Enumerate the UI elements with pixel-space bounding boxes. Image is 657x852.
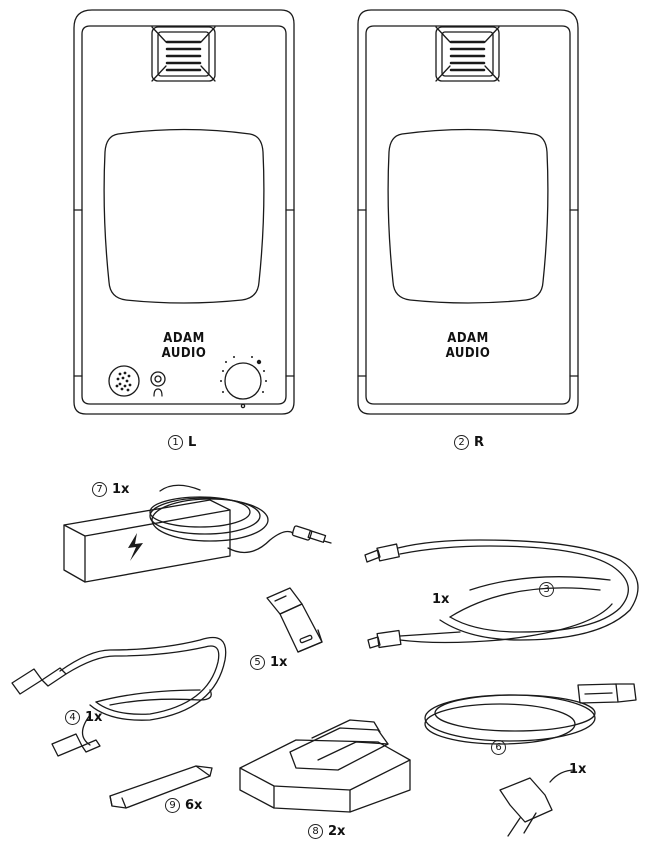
item-number: 3 [539, 582, 554, 597]
tweeter-icon [151, 26, 216, 82]
power-cord-illustration [424, 683, 637, 837]
left-speaker-caption: 1 L [168, 435, 196, 450]
power-supply-caption: 7 1x [92, 482, 129, 497]
right-speaker-caption: 2 R [454, 435, 484, 450]
headphone-jack-icon [150, 371, 166, 387]
tweeter-icon [435, 26, 500, 82]
pad-strips-illustration [109, 765, 213, 809]
woofer-icon [387, 128, 549, 304]
power-cord-qty: 1x [569, 762, 587, 777]
item-number: 9 [165, 798, 180, 813]
link-cable-qty: 1x [432, 592, 450, 607]
caption-label: L [188, 435, 197, 450]
qty-label: 6x [185, 798, 203, 813]
usb-adapter-illustration [266, 587, 323, 653]
qty-label: 1x [112, 482, 130, 497]
item-number: 5 [250, 655, 265, 670]
usb-adapter-caption: 5 1x [250, 655, 287, 670]
qty-label: 1x [270, 655, 288, 670]
qty-label: 2x [328, 824, 346, 839]
item-number: 1 [168, 435, 183, 450]
power-supply-illustration [63, 484, 332, 583]
right-speaker-brand: ADAM AUDIO [445, 331, 491, 361]
link-cable-illustration [364, 539, 639, 649]
left-speaker [73, 9, 295, 415]
right-speaker [357, 9, 579, 415]
item-number: 4 [65, 710, 80, 725]
lightning-icon [128, 533, 143, 561]
caption-label: R [474, 435, 485, 450]
logo-button-icon [108, 365, 140, 397]
link-cable-number: 3 [539, 582, 554, 597]
usb-cable-caption: 4 1x [65, 710, 102, 725]
item-number: 6 [491, 740, 506, 755]
item-number: 8 [308, 824, 323, 839]
item-number: 7 [92, 482, 107, 497]
volume-knob-icon [224, 362, 262, 400]
isolation-pads-illustration [239, 719, 411, 813]
power-cord-number: 6 [491, 740, 506, 755]
pad-strips-caption: 9 6x [165, 798, 202, 813]
qty-label: 1x [85, 710, 103, 725]
isolation-pads-caption: 8 2x [308, 824, 345, 839]
woofer-icon [103, 128, 265, 304]
left-speaker-brand: ADAM AUDIO [161, 331, 207, 361]
usb-cable-illustration [11, 636, 227, 757]
item-number: 2 [454, 435, 469, 450]
